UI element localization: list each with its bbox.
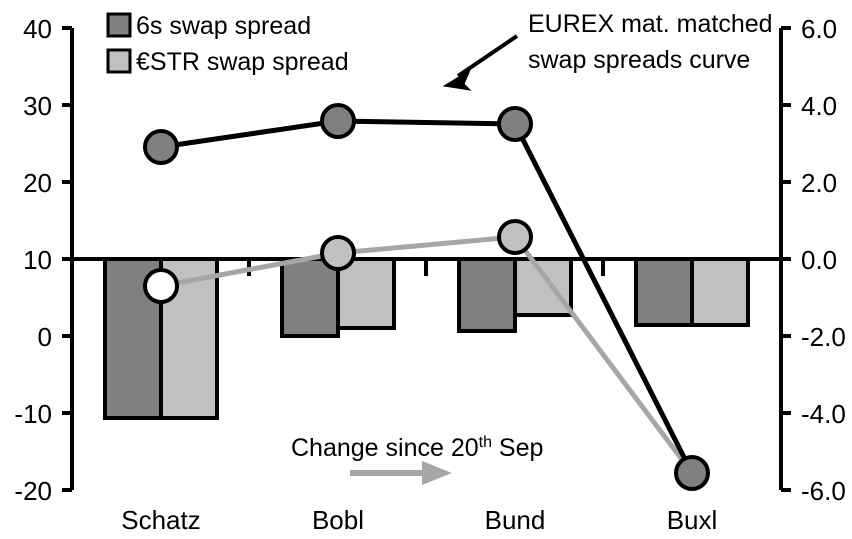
eurex-marker-bund[interactable] <box>497 106 533 142</box>
estr-marker-schatz[interactable] <box>143 268 179 304</box>
left-axis: 40 30 20 10 0 -10 -20 <box>14 14 74 506</box>
estr-curve-line <box>160 234 694 475</box>
estr-swap-spread-curve <box>143 219 694 475</box>
bar-group-buxl <box>634 257 750 327</box>
bar-bobl-6s[interactable] <box>280 257 340 338</box>
category-label-bobl: Bobl <box>312 505 364 535</box>
eurex-swap-spreads-curve <box>143 103 710 491</box>
eurex-marker-buxl[interactable] <box>674 455 710 491</box>
eurex-marker-schatz[interactable] <box>143 129 179 165</box>
eurex-arrow-head <box>442 68 472 91</box>
eurex-curve-line <box>160 118 695 475</box>
change-since-text: Change since 20th Sep <box>291 434 543 462</box>
legend-label-estr: €STR swap spread <box>136 48 349 76</box>
right-tick-label-n6: -6.0 <box>801 476 846 506</box>
right-tick-label-n4: -4.0 <box>801 399 846 429</box>
change-since-sup: th <box>479 434 492 451</box>
left-tick-label-n10: -10 <box>14 399 52 429</box>
legend: 6s swap spread €STR swap spread <box>106 12 349 76</box>
bar-buxl-estr[interactable] <box>690 257 750 327</box>
change-since-arrow-icon <box>350 461 452 485</box>
category-label-buxl: Buxl <box>667 505 718 535</box>
bar-bund-estr[interactable] <box>513 257 573 317</box>
bar-group-bund <box>457 257 573 333</box>
left-tick-label-20: 20 <box>23 168 52 198</box>
right-axis-ticks <box>781 26 791 492</box>
right-tick-label-6: 6.0 <box>801 14 837 44</box>
bar-bobl-estr[interactable] <box>336 257 396 330</box>
right-tick-label-n2: -2.0 <box>801 322 846 352</box>
eurex-annotation-line1: EUREX mat. matched <box>528 10 773 38</box>
legend-label-6s: 6s swap spread <box>136 12 311 40</box>
left-tick-label-10: 10 <box>23 245 52 275</box>
category-label-bund: Bund <box>485 505 546 535</box>
left-tick-label-30: 30 <box>23 91 52 121</box>
left-axis-ticks <box>62 26 72 492</box>
right-tick-label-4: 4.0 <box>801 91 837 121</box>
bar-group-bobl <box>280 257 396 338</box>
legend-item-estr[interactable]: €STR swap spread <box>106 48 349 76</box>
left-tick-label-40: 40 <box>23 14 52 44</box>
legend-item-6s[interactable]: 6s swap spread <box>106 12 311 40</box>
change-since-prefix: Change since 20 <box>291 434 479 462</box>
category-label-schatz: Schatz <box>121 505 201 535</box>
change-arrow-head <box>422 461 452 485</box>
legend-swatch-estr <box>106 48 132 74</box>
right-tick-label-0: 0.0 <box>801 245 837 275</box>
eurex-annotation-arrow-icon <box>442 34 519 91</box>
change-since-annotation: Change since 20th Sep <box>291 434 543 485</box>
eurex-annotation-line2: swap spreads curve <box>528 46 750 74</box>
bar-buxl-6s[interactable] <box>634 257 694 327</box>
right-tick-label-2: 2.0 <box>801 168 837 198</box>
eurex-annotation: EUREX mat. matched swap spreads curve <box>442 10 773 91</box>
estr-marker-bund[interactable] <box>497 219 533 255</box>
legend-swatch-6s <box>106 12 132 38</box>
eurex-arrow-shaft <box>456 34 519 78</box>
left-tick-label-n20: -20 <box>14 476 52 506</box>
eurex-marker-bobl[interactable] <box>320 103 356 139</box>
change-since-suffix: Sep <box>492 434 543 462</box>
estr-marker-bobl[interactable] <box>320 235 356 271</box>
left-tick-label-0: 0 <box>38 322 52 352</box>
category-labels: Schatz Bobl Bund Buxl <box>121 505 717 535</box>
bar-bund-6s[interactable] <box>457 257 517 333</box>
